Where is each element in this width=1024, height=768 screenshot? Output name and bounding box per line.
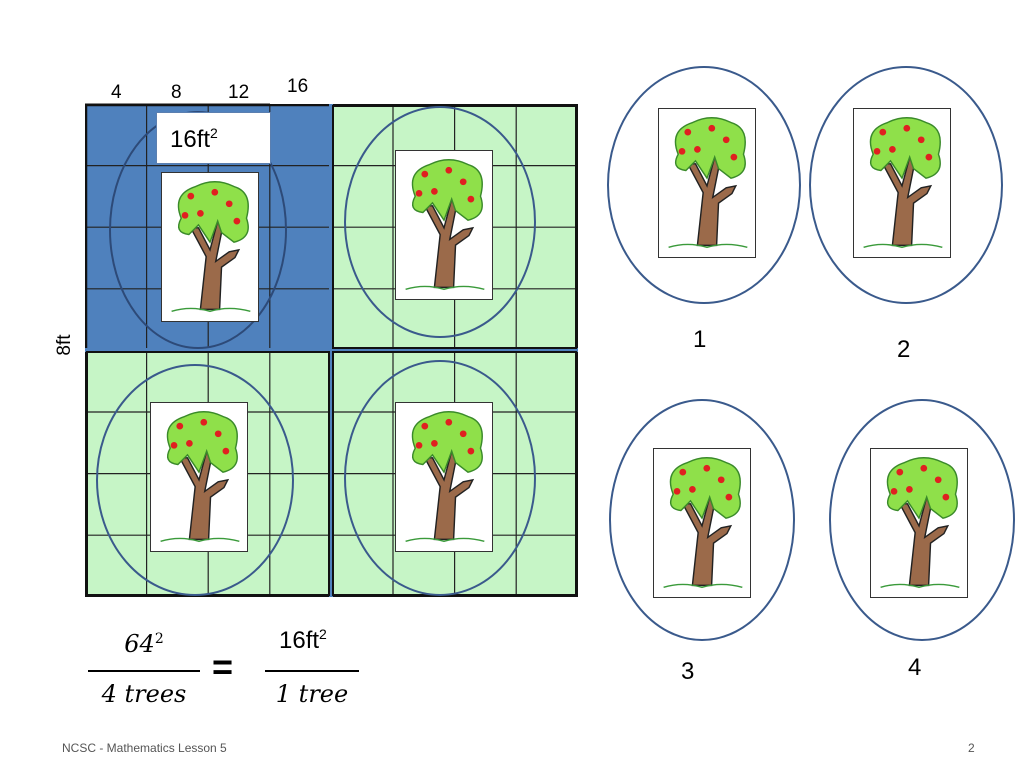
standalone-circles xyxy=(607,66,1015,641)
equation-left-denominator: 4 trees xyxy=(101,680,187,708)
circle-bottom-left xyxy=(96,364,294,596)
circle-number-2: 2 xyxy=(897,336,911,363)
circle-bottom-right xyxy=(344,360,536,596)
apple-tree-icon xyxy=(171,181,251,313)
area-label-box: 16ft2 xyxy=(156,112,271,164)
standalone-circle-1 xyxy=(607,66,801,304)
circle-top-right xyxy=(344,106,536,338)
right-numerator-exponent: 2 xyxy=(319,626,327,642)
circle-number-1: 1 xyxy=(693,326,707,353)
tree-card-circle-1 xyxy=(658,108,756,258)
standalone-circle-4 xyxy=(829,399,1015,641)
scale-label-8: 8 xyxy=(171,82,182,103)
side-length-label: 8ft xyxy=(54,334,75,356)
circle-number-4: 4 xyxy=(908,654,922,681)
standalone-circle-2 xyxy=(809,66,1003,304)
scale-label-12: 12 xyxy=(228,82,250,103)
apple-tree-icon xyxy=(405,159,485,291)
right-fraction-bar xyxy=(265,670,359,672)
apple-tree-icon xyxy=(668,117,748,249)
left-numerator-base: 64 xyxy=(124,630,155,658)
left-fraction-bar xyxy=(88,670,200,672)
footer-lesson-title: NCSC - Mathematics Lesson 5 xyxy=(62,741,227,755)
area-label-base: 16ft xyxy=(170,126,211,153)
scale-label-16: 16 xyxy=(287,76,309,97)
scale-underline xyxy=(85,103,270,104)
circle-number-3: 3 xyxy=(681,658,695,685)
scale-label-4: 4 xyxy=(111,82,122,103)
tree-card-bottom-right xyxy=(395,402,493,552)
standalone-circle-3 xyxy=(609,399,795,641)
apple-tree-icon xyxy=(405,411,485,543)
apple-tree-icon xyxy=(863,117,943,249)
tree-card-top-right xyxy=(395,150,493,300)
apple-tree-icon xyxy=(160,411,240,543)
tree-card-circle-2 xyxy=(853,108,951,258)
left-numerator-exponent: 2 xyxy=(154,631,164,647)
footer-page-number: 2 xyxy=(968,741,975,755)
apple-tree-icon xyxy=(663,457,743,589)
equation-right-numerator: 16ft2 xyxy=(279,626,327,655)
apple-tree-icon xyxy=(880,457,960,589)
equation-right-denominator: 1 tree xyxy=(275,680,349,708)
area-label-exponent: 2 xyxy=(210,125,218,141)
tree-card-circle-4 xyxy=(870,448,968,598)
tree-card-circle-3 xyxy=(653,448,751,598)
tree-card-top-left xyxy=(161,172,259,322)
tree-card-bottom-left xyxy=(150,402,248,552)
equation-left-numerator: 642 xyxy=(88,630,200,658)
right-numerator-base: 16ft xyxy=(279,627,320,654)
equals-sign: = xyxy=(212,646,234,687)
